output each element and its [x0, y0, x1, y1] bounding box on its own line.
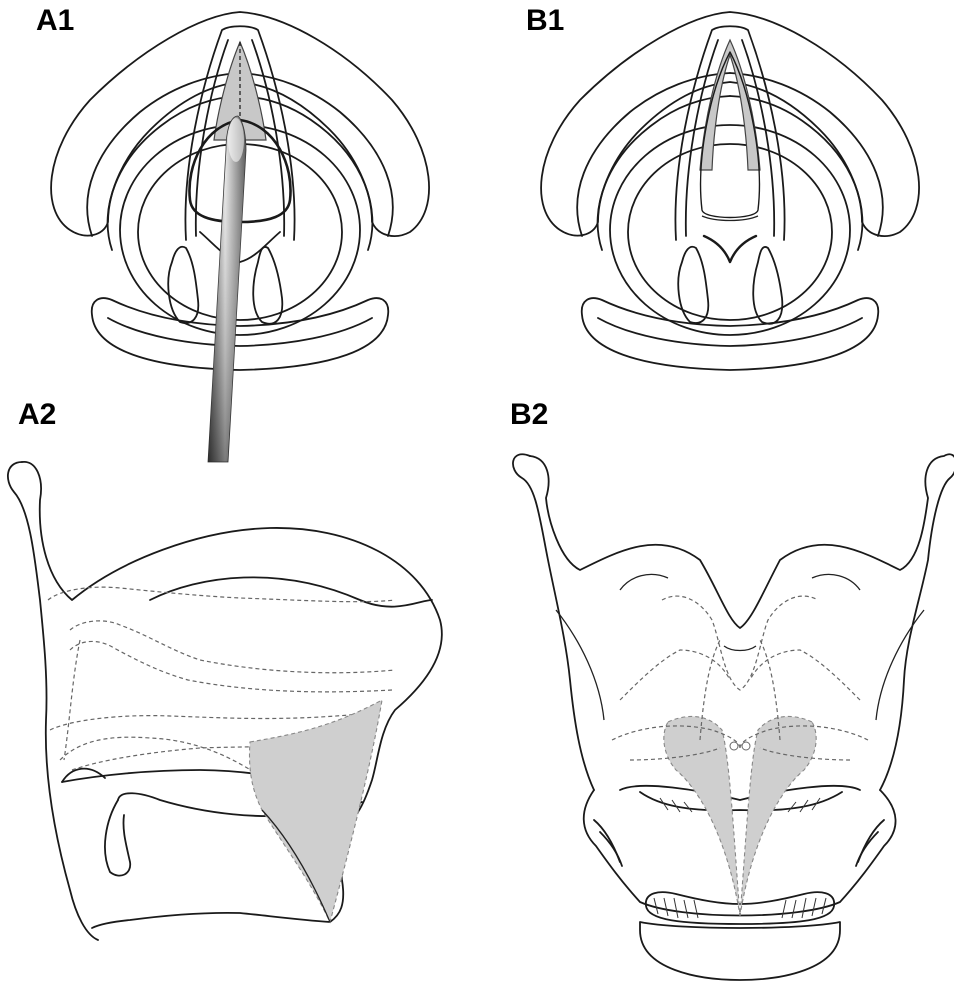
panel-label-a1: A1	[36, 4, 75, 37]
larynx-top-view-a1	[50, 11, 430, 463]
larynx-posterior-view-b2	[512, 453, 954, 981]
panel-label-b2: B2	[510, 398, 549, 431]
panel-label-a2: A2	[18, 398, 57, 431]
panel-label-b1: B1	[526, 4, 565, 37]
larynx-lateral-view-a2	[7, 461, 443, 941]
larynx-top-view-b1	[540, 11, 920, 371]
